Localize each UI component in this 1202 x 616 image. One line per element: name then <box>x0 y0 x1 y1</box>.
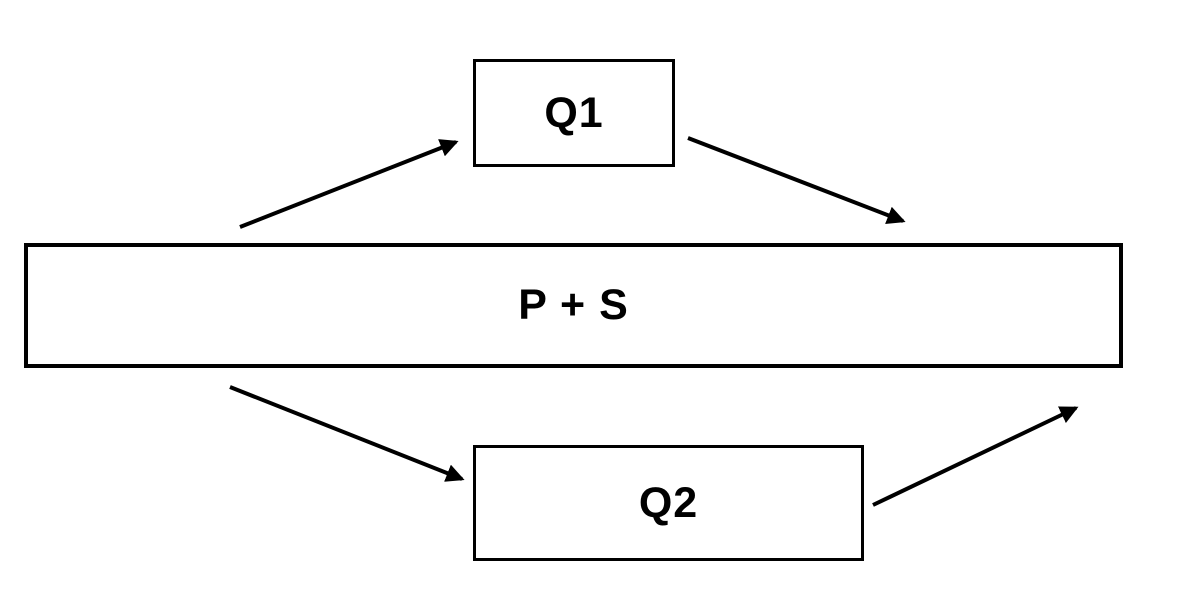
arrow-to-q1 <box>239 139 459 229</box>
arrow-from-q2 <box>872 406 1079 507</box>
node-q2-label: Q2 <box>638 478 699 527</box>
node-q2: Q2 <box>473 445 864 561</box>
node-q1-label: Q1 <box>544 88 604 137</box>
node-ps-label: P + S <box>518 281 629 329</box>
node-ps: P + S <box>24 243 1123 368</box>
arrow-to-q2 <box>229 385 465 482</box>
node-q1: Q1 <box>473 59 675 167</box>
arrow-from-q1 <box>687 136 906 224</box>
